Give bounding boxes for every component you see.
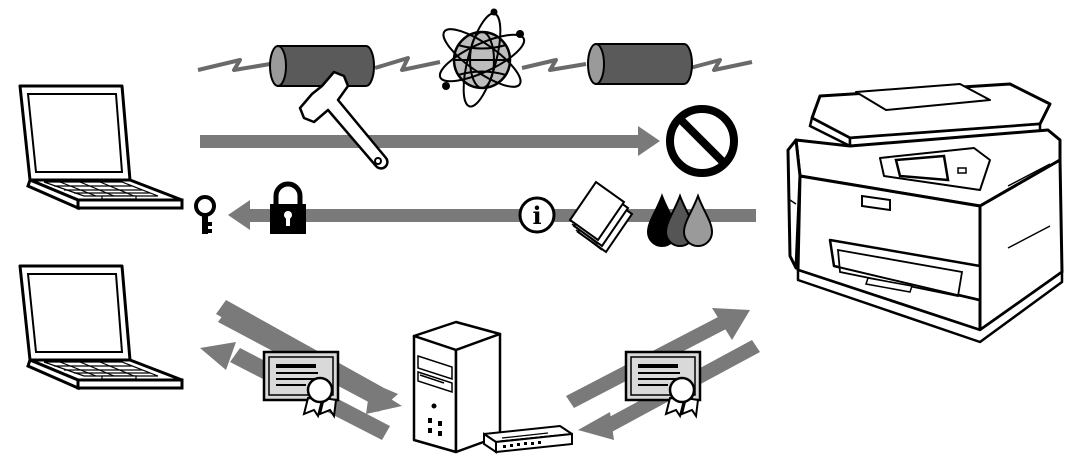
printer-icon <box>786 82 1064 344</box>
wrench-icon <box>298 70 389 170</box>
blocked-access-arrow <box>200 126 660 156</box>
laptop-bottom-icon <box>18 264 184 391</box>
ink-drops-icon <box>646 193 714 247</box>
certificate-icon-left <box>262 350 340 419</box>
info-icon: i <box>518 196 556 234</box>
lock-icon <box>270 181 306 234</box>
certificate-icon-right <box>624 350 702 419</box>
documents-icon <box>568 180 634 254</box>
encrypted-tunnel-right-icon <box>521 43 753 85</box>
encrypted-tunnel-left-icon <box>197 45 441 87</box>
key-icon <box>194 195 216 234</box>
laptop-top-icon <box>18 84 184 211</box>
server-icon <box>412 320 502 454</box>
svg-text:i: i <box>532 201 541 230</box>
network-switch-icon <box>483 425 573 454</box>
globe-icon <box>438 8 526 108</box>
prohibited-icon <box>666 105 738 177</box>
